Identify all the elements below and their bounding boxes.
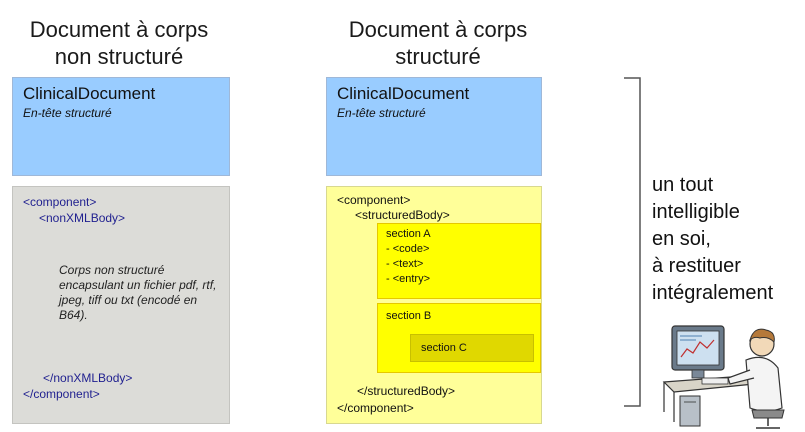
right-component-close: </component> [337,401,414,415]
right-panel-title: Document à corps structuré [330,16,546,70]
left-unstructured-description: Corps non structuré encapsulant un fichi… [59,263,217,322]
section-a-title: section A [386,228,431,240]
left-header-subtitle: En-tête structuré [23,106,112,120]
left-component-close: </component> [23,387,100,401]
bracket-note-line: intégralement [652,282,774,304]
section-b-title: section B [386,310,432,322]
section-a-line: - <text> [386,258,424,270]
right-component-open: <component> [337,193,411,207]
section-c-title: section C [421,342,467,354]
section-a-box: section A - <code> - <text> - <entry> [377,223,541,299]
left-nonxmlbody-open: <nonXMLBody> [39,211,126,225]
bracket-note-line: en soi, [652,228,711,250]
right-structuredbody-close: </structuredBody> [357,384,456,398]
left-unstructured-body: <component> <nonXMLBody> Corps non struc… [12,186,230,424]
left-header-title: ClinicalDocument [23,84,156,103]
left-title-line1: Document à corps [29,17,209,42]
left-nonxmlbody-close: </nonXMLBody> [43,371,133,385]
left-header-box: ClinicalDocument En-tête structuré [12,77,230,176]
bracket-note: un tout intelligible en soi, à restituer… [652,172,773,307]
right-structured-body: <component> <structuredBody> section A -… [326,186,542,424]
right-header-box: ClinicalDocument En-tête structuré [326,77,542,176]
section-b-box: section B section C [377,303,541,373]
clinician-at-computer-icon [662,325,785,429]
bracket-note-line: intelligible [652,201,740,223]
right-header-subtitle: En-tête structuré [337,106,426,120]
section-c-box: section C [410,334,534,362]
bracket-note-line: à restituer [652,255,741,277]
left-title-line2: non structuré [54,44,184,69]
right-title-line1: Document à corps [348,17,528,42]
right-title-line2: structuré [395,44,481,69]
right-structuredbody-open: <structuredBody> [355,208,450,222]
left-panel-title: Document à corps non structuré [10,16,228,70]
right-bracket [624,77,641,407]
right-header-title: ClinicalDocument [337,84,470,103]
section-a-line: - <code> [386,243,430,255]
left-component-open: <component> [23,195,97,209]
section-a-line: - <entry> [386,273,431,285]
bracket-note-line: un tout [652,174,714,196]
